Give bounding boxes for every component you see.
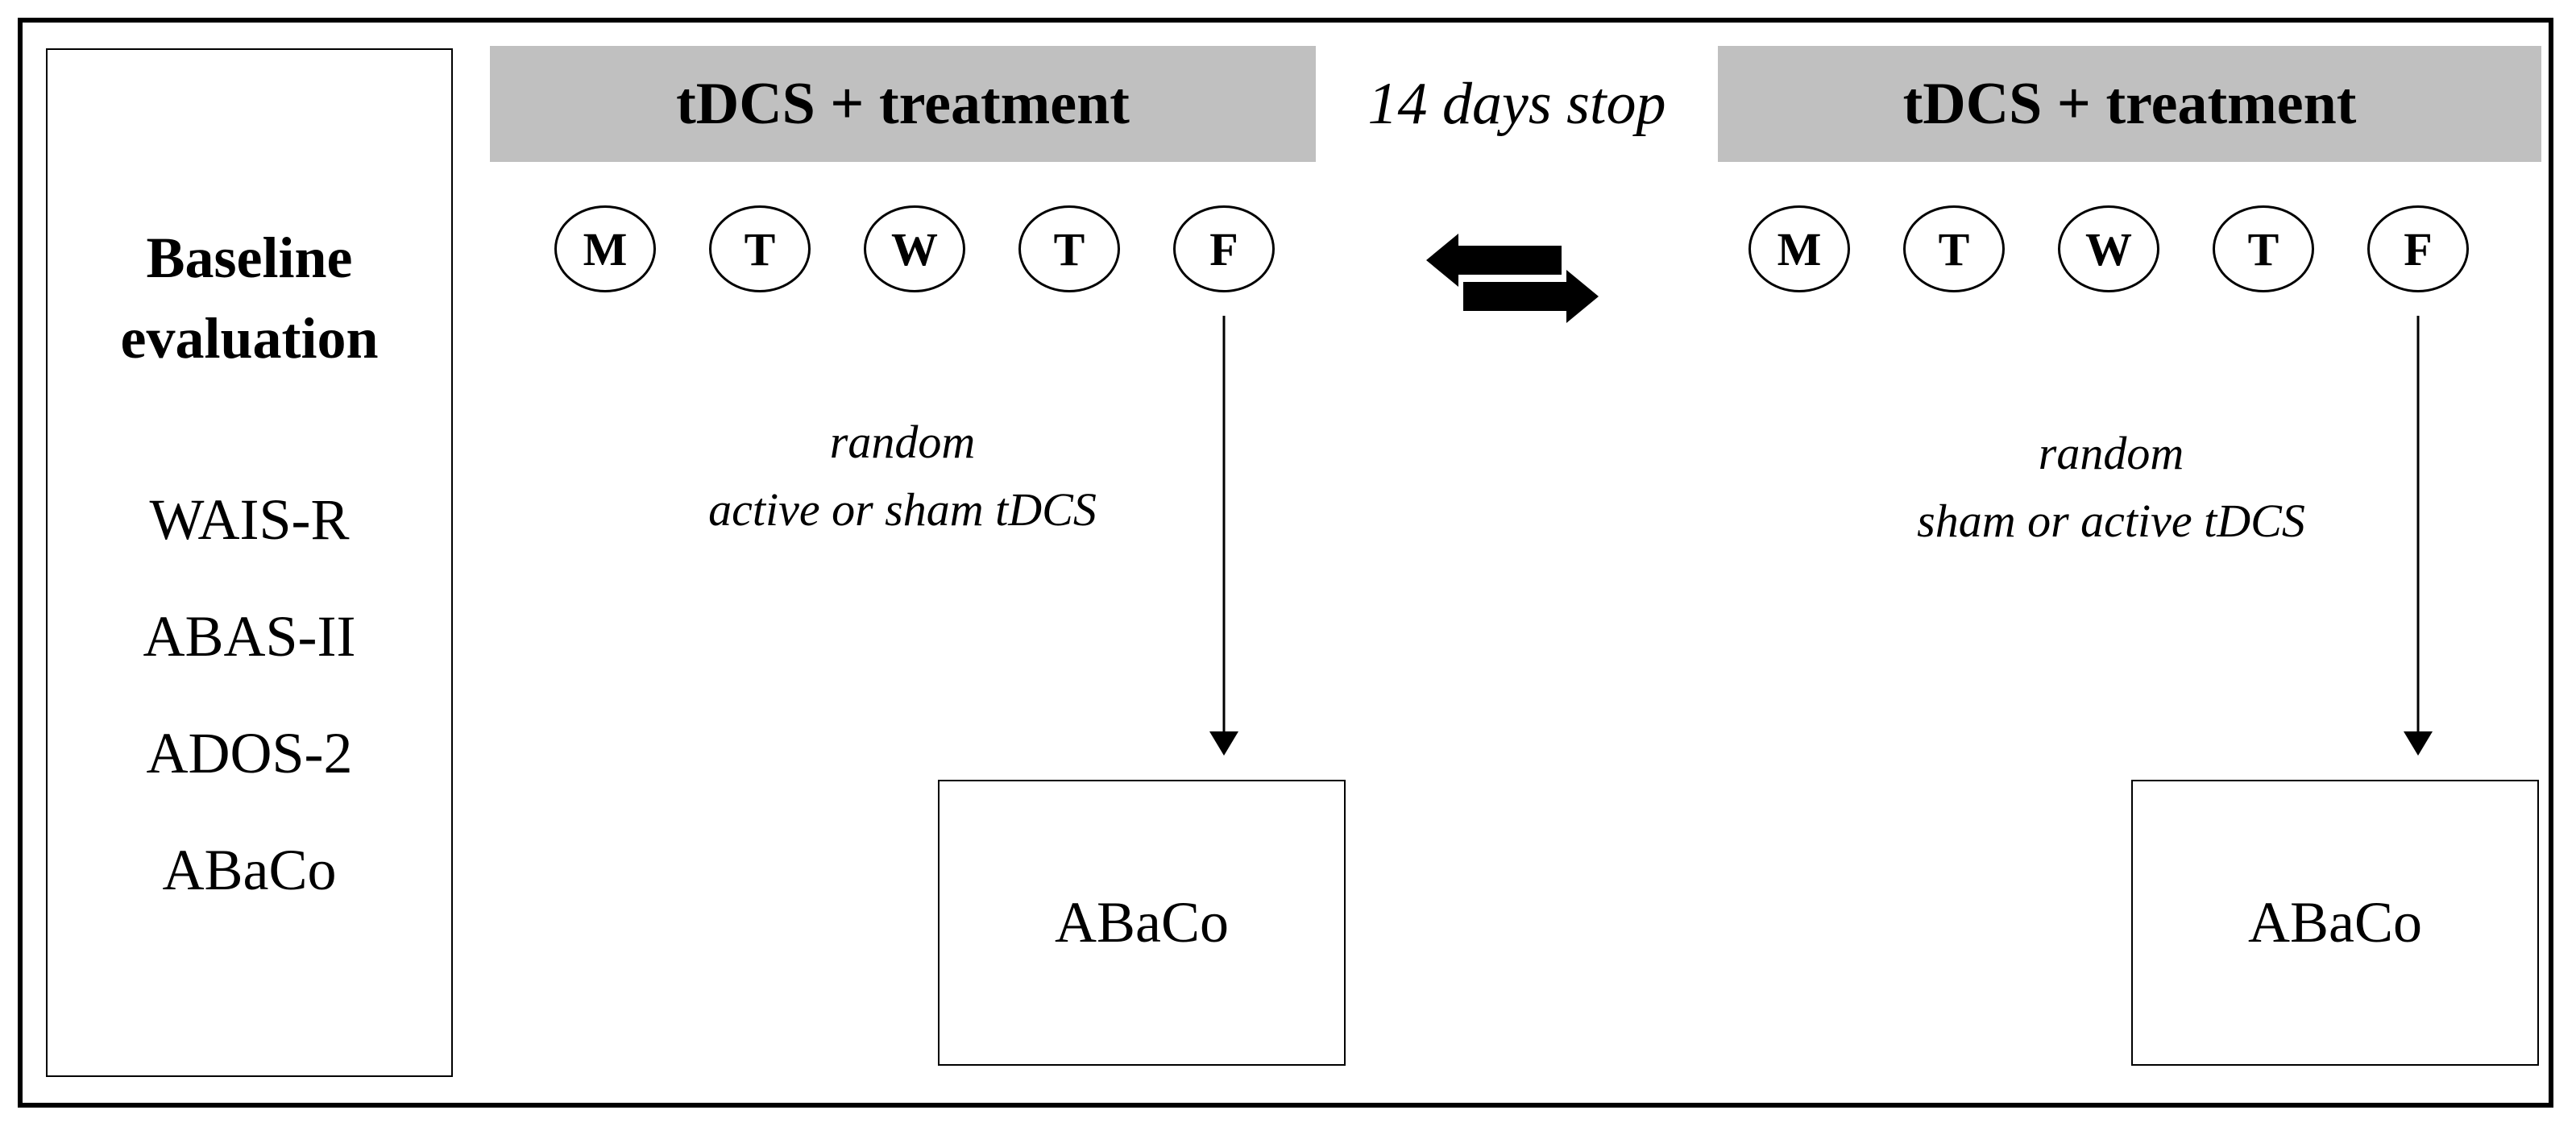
baseline-item-wais: WAIS-R [149, 487, 350, 552]
phase1-random-line2: active or sham tDCS [708, 483, 1097, 536]
phase1-day-friday: F [1173, 205, 1275, 292]
phase1-day-wednesday: W [864, 205, 965, 292]
phase2-day-monday: M [1748, 205, 1850, 292]
baseline-title-line1: Baseline [146, 226, 353, 290]
baseline-box [46, 48, 453, 1077]
diagram-frame [18, 18, 2553, 1108]
phase2-day-thursday: T [2213, 205, 2314, 292]
phase1-header: tDCS + treatment [490, 46, 1316, 162]
phase2-random-line1: random [2038, 427, 2184, 479]
phase1-random-text: random active or sham tDCS [612, 408, 1193, 544]
phase1-day-tuesday: T [709, 205, 811, 292]
phase2-day-tuesday: T [1903, 205, 2005, 292]
baseline-item-ados: ADOS-2 [146, 721, 353, 785]
phase1-day-thursday: T [1018, 205, 1120, 292]
phase2-day-wednesday: W [2058, 205, 2159, 292]
phase2-result-box: ABaCo [2131, 780, 2539, 1066]
phase2-random-text: random sham or active tDCS [1821, 420, 2401, 555]
washout-label: 14 days stop [1367, 70, 1666, 137]
phase1-result-box: ABaCo [938, 780, 1346, 1066]
phase2-header: tDCS + treatment [1718, 46, 2541, 162]
baseline-item-abas: ABAS-II [143, 604, 356, 669]
baseline-title-line2: evaluation [120, 306, 379, 371]
phase2-random-line2: sham or active tDCS [1917, 495, 2305, 547]
phase2-day-friday: F [2367, 205, 2469, 292]
baseline-item-abaco: ABaCo [162, 838, 337, 902]
baseline-title: Baseline evaluation [46, 217, 453, 379]
phase1-random-line1: random [829, 416, 976, 468]
double-arrow-swap-icon [1426, 234, 1599, 323]
phase1-day-monday: M [554, 205, 656, 292]
